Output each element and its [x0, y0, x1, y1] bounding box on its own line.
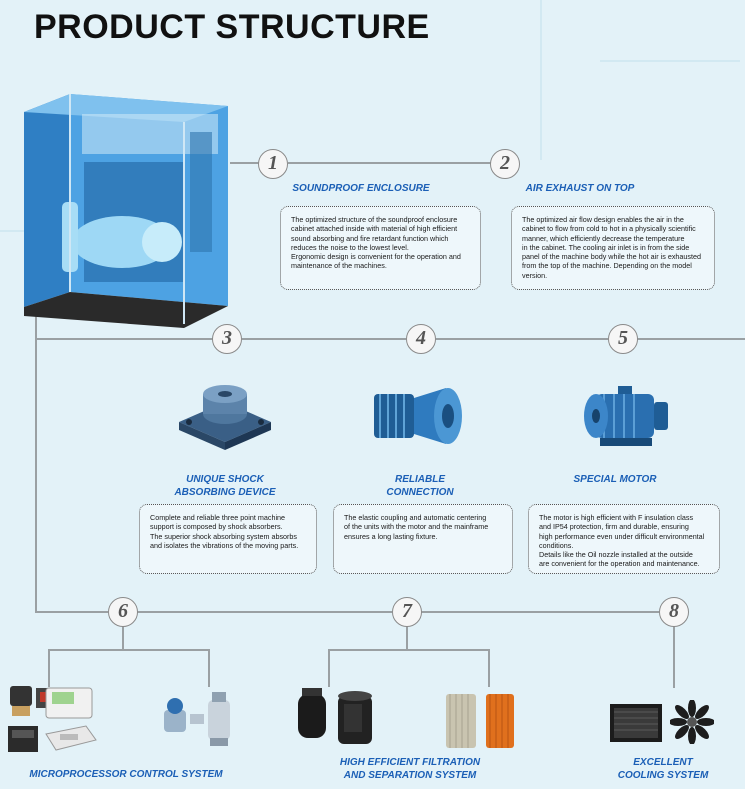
valve-assembly-image	[164, 692, 230, 746]
description-line: panel of the machine body while the hot …	[522, 252, 702, 262]
feature-label-line: MICROPROCESSOR CONTROL SYSTEM	[29, 769, 223, 780]
background-line	[0, 230, 30, 232]
description-line: The motor is high efficient with F insul…	[539, 513, 694, 522]
connector-line	[48, 649, 50, 687]
feature-label-line: EXCELLENT	[633, 757, 693, 768]
description-line: The superior shock absorbing system abso…	[150, 531, 298, 541]
connector-line	[328, 649, 330, 687]
feature-label-1: SOUNDPROOF ENCLOSURE	[286, 182, 436, 195]
feature-number-2: 2	[490, 149, 520, 179]
description-line: in the cabinet. The cooling air inlet is…	[522, 242, 690, 252]
connector-line	[35, 310, 37, 612]
description-line: are convenient for the operation and mai…	[539, 559, 700, 569]
connector-line	[288, 162, 492, 164]
feature-label-line: SPECIAL MOTOR	[573, 474, 657, 485]
connector-line	[421, 611, 659, 613]
connector-line	[673, 626, 675, 688]
description-line: and IP54 protection, firm and durable, e…	[539, 522, 689, 532]
description-line: maintenance of the machines.	[291, 261, 387, 271]
electric-motor-image	[584, 386, 668, 446]
feature-label-line: AIR EXHAUST ON TOP	[525, 183, 635, 194]
control-system-image	[8, 686, 97, 752]
compressor-cabinet-image	[24, 94, 228, 328]
description-line: support is composed by shock absorbers.	[150, 522, 283, 532]
separator-elements-image	[446, 694, 514, 748]
filtration-elements-image	[298, 688, 372, 744]
coupling-connection-image	[374, 388, 462, 444]
feature-description-4: The elastic coupling and automatic cente…	[333, 504, 513, 574]
background-line	[540, 0, 542, 160]
background-line	[600, 60, 740, 62]
description-line: and isolates the vibrations of the movin…	[150, 540, 299, 550]
connector-line	[436, 338, 608, 340]
connector-line	[406, 626, 408, 650]
feature-description-1: The optimized structure of the soundproo…	[280, 206, 481, 290]
connector-line	[137, 611, 392, 613]
description-line: cabinet to flow from cold to hot in a ph…	[522, 224, 696, 234]
feature-label-line: RELIABLE	[395, 474, 445, 485]
cooling-fan-image	[670, 700, 714, 744]
feature-description-3: Complete and reliable three point machin…	[139, 504, 317, 574]
feature-description-2: The optimized air flow design enables th…	[511, 206, 715, 290]
description-line: high performance even under difficult en…	[539, 531, 705, 541]
feature-label-line: HIGH EFFICIENT FILTRATION	[339, 757, 481, 768]
page-title: PRODUCT STRUCTURE	[34, 8, 430, 46]
connector-line	[637, 338, 745, 340]
description-line: reduces the noise to the lowest level.	[291, 242, 409, 252]
connector-line	[230, 162, 260, 164]
cooler-radiator-image	[610, 704, 662, 742]
feature-label-5: SPECIAL MOTOR	[560, 473, 670, 486]
feature-label-line: AND SEPARATION SYSTEM	[343, 770, 477, 781]
feature-label-line: SOUNDPROOF ENCLOSURE	[292, 183, 430, 194]
description-line: conditions.	[539, 540, 574, 550]
description-line: version.	[522, 270, 548, 280]
description-line: from the top of the machine. Depending o…	[522, 261, 692, 271]
feature-label-6: MICROPROCESSOR CONTROL SYSTEM	[26, 768, 226, 781]
feature-label-line: COOLING SYSTEM	[617, 770, 709, 781]
feature-number-4: 4	[406, 324, 436, 354]
feature-number-5: 5	[608, 324, 638, 354]
feature-number-1: 1	[258, 149, 288, 179]
connector-line	[208, 649, 210, 687]
feature-label-7: HIGH EFFICIENT FILTRATION AND SEPARATION…	[330, 756, 490, 782]
connector-line	[35, 338, 213, 340]
shock-absorber-image	[179, 385, 271, 450]
feature-label-8: EXCELLENT COOLING SYSTEM	[608, 756, 718, 782]
connector-line	[35, 611, 108, 613]
description-line: The optimized air flow design enables th…	[522, 215, 684, 224]
connector-line	[242, 338, 406, 340]
description-line: Complete and reliable three point machin…	[150, 513, 286, 522]
description-line: The optimized structure of the soundproo…	[291, 215, 458, 224]
connector-line	[328, 649, 490, 651]
description-line: of the units with the motor and the main…	[344, 522, 489, 532]
connector-line	[122, 626, 124, 650]
feature-description-5: The motor is high efficient with F insul…	[528, 504, 720, 574]
feature-label-4: RELIABLE CONNECTION	[360, 473, 480, 499]
connector-line	[48, 649, 210, 651]
description-line: Details like the Oil nozzle installed at…	[539, 550, 693, 560]
feature-label-2: AIR EXHAUST ON TOP	[510, 182, 650, 195]
feature-label-line: CONNECTION	[386, 487, 454, 498]
description-line: cabinet attached inside with material of…	[291, 224, 458, 234]
feature-label-line: ABSORBING DEVICE	[174, 487, 276, 498]
feature-number-7: 7	[392, 597, 422, 627]
description-line: sound absorbing and fire retardant funct…	[291, 233, 449, 243]
description-line: ensures a long lasting fixture.	[344, 531, 438, 541]
feature-number-3: 3	[212, 324, 242, 354]
connector-line	[488, 649, 490, 687]
description-line: manner, which efficiently decrease the t…	[522, 233, 685, 243]
feature-number-8: 8	[659, 597, 689, 627]
description-line: The elastic coupling and automatic cente…	[344, 513, 487, 522]
description-line: Ergonomic design is convenient for the o…	[291, 252, 461, 262]
feature-label-3: UNIQUE SHOCK ABSORBING DEVICE	[155, 473, 295, 499]
feature-label-line: UNIQUE SHOCK	[186, 474, 264, 485]
feature-number-6: 6	[108, 597, 138, 627]
